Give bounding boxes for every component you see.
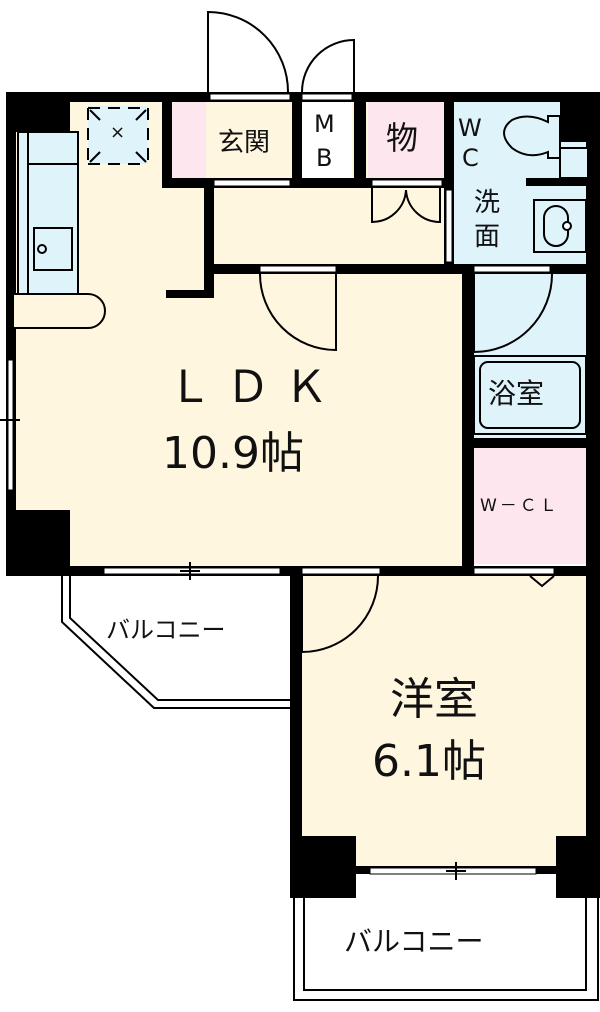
wc-label-c: C [462,144,479,172]
ldk-door [259,273,337,352]
wc-label-w: W [458,114,482,142]
storage-door-left [371,188,407,224]
storage-fill [368,102,444,180]
wash-basin [533,199,587,253]
toilet [503,115,589,179]
window-crosses [0,419,466,880]
ldk-area: 10.9帖 [162,428,304,479]
bathtub [473,355,587,435]
ldk-label: ＬＤＫ [168,362,342,413]
washroom-label-1: 洗 [474,188,501,218]
entrance-label: 玄関 [218,128,271,158]
wcl-door-mark [529,575,555,588]
meter-box-fill [300,102,352,180]
balcony-1-label: バルコニー [106,616,226,644]
storage-door-right [405,188,441,224]
shoe-closet-fill [170,102,206,180]
wcl-fill [474,448,590,564]
entrance-fill [208,102,292,184]
balcony-1-outline [61,576,290,709]
balcony-2-label: バルコニー [344,925,484,958]
ventilation-mark-icon: × [110,122,126,143]
western-room-area: 6.1帖 [372,736,486,787]
mb-door [301,38,355,93]
western-door [301,575,379,654]
kitchen [14,131,106,329]
bath-label: 浴室 [488,377,545,410]
bath-door [473,273,553,354]
western-fill [300,572,590,872]
corridor-fill [212,188,448,266]
western-room-label: 洋室 [390,674,478,725]
meter-box-label-b: B [316,144,333,172]
balcony-1-inner [69,576,290,701]
storage-label: 物 [386,119,419,157]
ventilation-hood [87,107,149,165]
walkin-closet-label: W－ＣＬ [480,496,560,516]
balcony-2-outline [293,898,599,1001]
washroom-label-2: 面 [474,222,501,252]
balcony-2-inner [303,898,587,991]
door-swings [207,10,555,654]
meter-box-label-m: M [314,110,335,138]
balconies [61,576,599,1001]
entrance-door [207,10,289,93]
